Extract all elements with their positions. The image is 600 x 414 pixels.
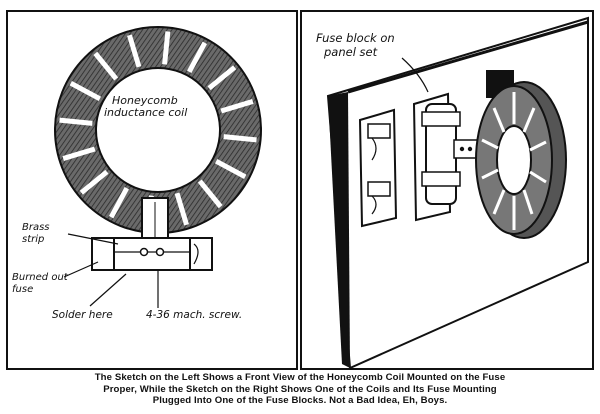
coil-front-view-drawing: Honeycomb inductance coil Brass strip Bu… xyxy=(12,26,262,321)
brass-label-line2: strip xyxy=(22,234,44,245)
coil-spoke xyxy=(127,34,142,68)
brass-label-line1: Brass xyxy=(22,222,50,233)
fuse-block-label-line1: Fuse block on xyxy=(316,31,395,45)
coil-spoke xyxy=(207,65,237,91)
figure-caption: The Sketch on the Left Shows a Front Vie… xyxy=(6,372,594,412)
fuse-block-center xyxy=(412,92,479,222)
fuse-block-label-line2: panel set xyxy=(323,45,378,59)
left-sketch-panel: Honeycomb inductance coil Brass strip Bu… xyxy=(6,10,298,370)
coil-spoke xyxy=(214,159,247,180)
coil-label-line1: Honeycomb xyxy=(112,94,178,107)
solder-label: Solder here xyxy=(52,309,113,321)
coil-spoke xyxy=(162,31,171,65)
caption-line-3: Plugged Into One of the Fuse Blocks. Not… xyxy=(152,395,448,406)
caption-line-1: The Sketch on the Left Shows a Front Vie… xyxy=(94,372,506,383)
coil-spoke xyxy=(174,192,189,226)
caption-line-2: Proper, While the Sketch on the Right Sh… xyxy=(103,383,497,395)
right-sketch-panel: Fuse block on panel set xyxy=(300,10,594,370)
coil-label-line2: inductance coil xyxy=(104,106,187,119)
coil-spoke xyxy=(93,51,119,81)
fuse-label-line2: fuse xyxy=(12,284,33,295)
coil-spoke xyxy=(220,99,254,114)
coil-spoke xyxy=(69,80,102,101)
panel-fuse-block-drawing: Fuse block on panel set xyxy=(316,16,589,370)
leader-lines xyxy=(63,233,159,308)
coil-spoke xyxy=(197,179,223,209)
coil-spoke xyxy=(79,169,109,195)
screw-label: 4-36 mach. screw. xyxy=(146,309,242,321)
coil-spoke xyxy=(108,186,129,219)
fuse-block-left xyxy=(358,108,398,228)
coil-spoke xyxy=(59,117,93,126)
honeycomb-coil xyxy=(54,26,262,234)
fuse-block-leader xyxy=(401,57,429,93)
coil-spoke xyxy=(62,146,96,161)
coil-spoke xyxy=(223,134,257,143)
coil-spoke xyxy=(187,41,208,74)
fuse-label-line1: Burned out xyxy=(12,272,69,283)
honeycomb-coil-mounted xyxy=(475,70,567,239)
